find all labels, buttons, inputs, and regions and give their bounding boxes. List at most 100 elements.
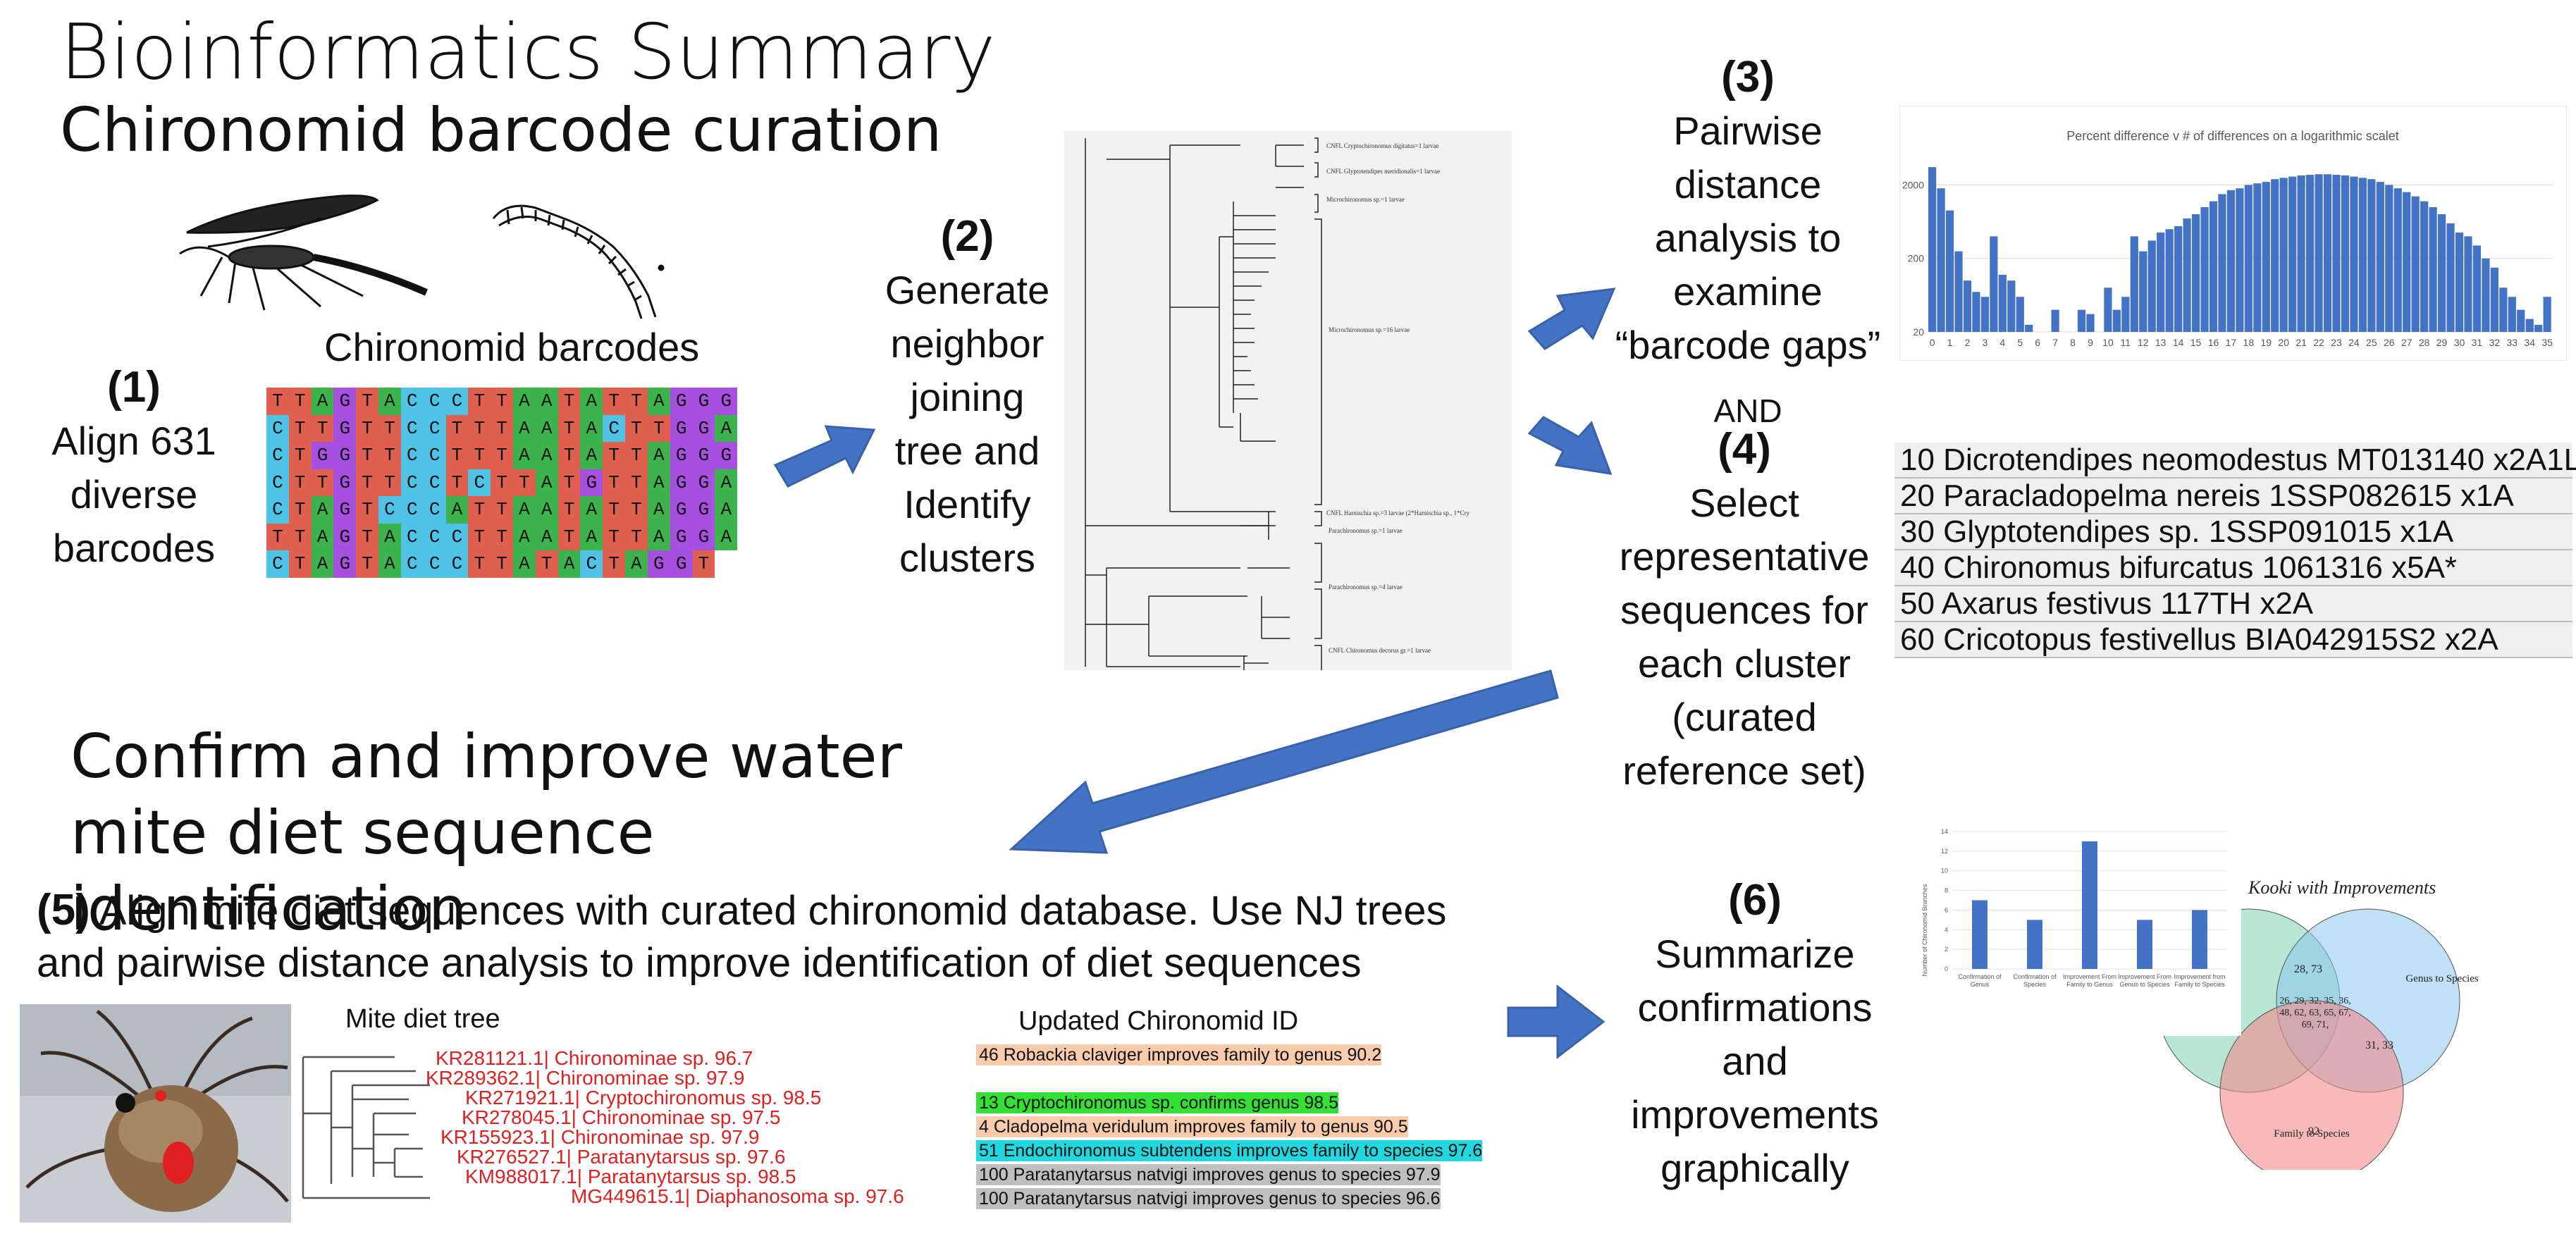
alignment-base: T (603, 388, 626, 415)
alignment-base: T (356, 496, 379, 524)
histogram-xtick: 12 (2138, 337, 2149, 348)
histogram-xtick: 27 (2401, 337, 2412, 348)
alignment-base: G (333, 414, 357, 443)
histogram-bar (2446, 223, 2455, 332)
histogram-bar (1928, 167, 1937, 332)
histogram-bar (2393, 188, 2402, 332)
summary-bar (2137, 920, 2152, 969)
histogram-bar (2385, 185, 2393, 332)
bar-xlabel: Confirmation of Species (2013, 973, 2056, 988)
step-3-number: (3) (1721, 53, 1775, 101)
alignment-base: T (603, 442, 626, 469)
alignment-base: G (333, 469, 357, 497)
alignment-base: A (311, 388, 334, 415)
alignment-base: T (311, 414, 334, 443)
summary-bar (2082, 841, 2097, 969)
step-1-line: Align 631 (51, 419, 216, 463)
histogram-xtick: 24 (2348, 337, 2360, 348)
summary-bar (2027, 920, 2042, 969)
alignment-base: T (625, 523, 648, 551)
venn-genus-species-text: Genus to Species (2405, 973, 2479, 984)
alignment-base: C (423, 550, 446, 578)
step-5-text: Align mite diet sequences with curated c… (37, 888, 1447, 986)
histogram-xtick: 33 (2506, 337, 2518, 348)
reference-row: 20 Paracladopelma nereis 1SSP082615 x1A (1894, 478, 2572, 514)
alignment-base: C (445, 550, 469, 578)
histogram-bar (2147, 240, 2156, 332)
alignment-base: G (580, 469, 603, 497)
histogram-bar (2315, 174, 2323, 332)
updated-id-row: 46 Robackia claviger improves family to … (976, 1044, 1382, 1065)
reference-row: 10 Dicrotendipes neomodestus MT013140 x2… (1894, 443, 2576, 478)
step-1: (1) Align 631 diverse barcodes (42, 361, 226, 575)
alignment-base: G (333, 388, 357, 415)
alignment-base: C (580, 550, 603, 578)
alignment-base: A (535, 496, 558, 524)
and-label: AND (1713, 393, 1782, 429)
step-4-line: (curated (1672, 695, 1817, 739)
page-title: Bioinformatics Summary (60, 8, 996, 97)
venn-family-species-text: Family to Species (2274, 1128, 2350, 1139)
alignment-base: T (378, 442, 401, 469)
venn-diagram: Kooki with Improvements 91 28, 73 31, 33… (2156, 877, 2479, 1170)
arrow-2-to-3 (1527, 288, 1616, 350)
alignment-base: T (557, 469, 581, 497)
mite-tree-label: KR155923.1| Chironominae sp. 97.9 (440, 1126, 760, 1148)
histogram-bar (2420, 201, 2429, 332)
alignment-base: A (535, 523, 558, 551)
alignment-base: A (535, 469, 558, 497)
alignment-base: C (445, 523, 469, 551)
step-4-number: (4) (1718, 425, 1771, 474)
histogram-bar (2139, 251, 2147, 332)
alignment-base: G (670, 523, 693, 551)
histogram-bar (1954, 251, 1963, 332)
alignment-base: T (625, 442, 648, 469)
step-5: (5) Align mite diet sequences with curat… (37, 884, 1517, 989)
histogram-xtick: 11 (2121, 337, 2131, 348)
alignment-base: T (557, 414, 581, 443)
alignment-base: C (266, 442, 289, 469)
nj-label: Microchironomus sp.=1 larvae (1326, 196, 1405, 203)
alignment-base: A (445, 496, 469, 524)
histogram-bar (2482, 258, 2490, 332)
alignment-base: G (333, 496, 357, 524)
alignment-base: C (423, 523, 446, 551)
alignment-base: A (513, 496, 536, 524)
step-2-line: neighbor (890, 321, 1044, 366)
alignment-base: C (266, 550, 289, 578)
histogram-bar (2025, 324, 2033, 332)
updated-id-row: 13 Cryptochironomus sp. confirms genus 9… (976, 1092, 1338, 1113)
histogram-bar (2350, 176, 2358, 332)
alignment-base: T (311, 469, 334, 497)
histogram-bar (2455, 233, 2464, 332)
alignment-base: A (311, 496, 334, 524)
bar-xlabel: Improvement from Family to Species (2174, 973, 2225, 988)
updated-id-row: 4 Cladopelma veridulum improves family t… (976, 1116, 1408, 1137)
barcodes-label: Chironomid barcodes (324, 325, 700, 369)
step-4-line: each cluster (1638, 641, 1851, 686)
alignment-base: T (468, 496, 491, 524)
alignment-base: G (692, 414, 715, 443)
histogram-bar (2236, 188, 2244, 332)
larva-illustration (492, 204, 665, 319)
alignment-base: A (513, 550, 536, 578)
alignment-base: T (288, 496, 312, 524)
histogram-xtick: 29 (2436, 337, 2448, 348)
step-3: (3) Pairwise distance analysis to examin… (1614, 51, 1882, 372)
histogram-bar (1980, 297, 1990, 332)
arrow-1-to-2 (773, 425, 876, 488)
histogram-bar (2200, 206, 2209, 332)
alignment-base: A (311, 523, 334, 551)
histogram-bar (2183, 218, 2191, 332)
alignment-base: G (670, 442, 693, 469)
updated-id-row: 100 Paratanytarsus natvigi improves genu… (976, 1188, 1441, 1209)
histogram-title: Percent difference v # of differences on… (2066, 129, 2399, 143)
alignment-base: A (647, 496, 670, 524)
alignment-base: T (557, 523, 581, 551)
alignment-base: C (400, 469, 424, 497)
alignment-base: G (670, 388, 693, 415)
alignment-base: A (715, 496, 738, 524)
alignment-base: C (266, 496, 289, 524)
histogram-xtick: 5 (2017, 337, 2023, 348)
